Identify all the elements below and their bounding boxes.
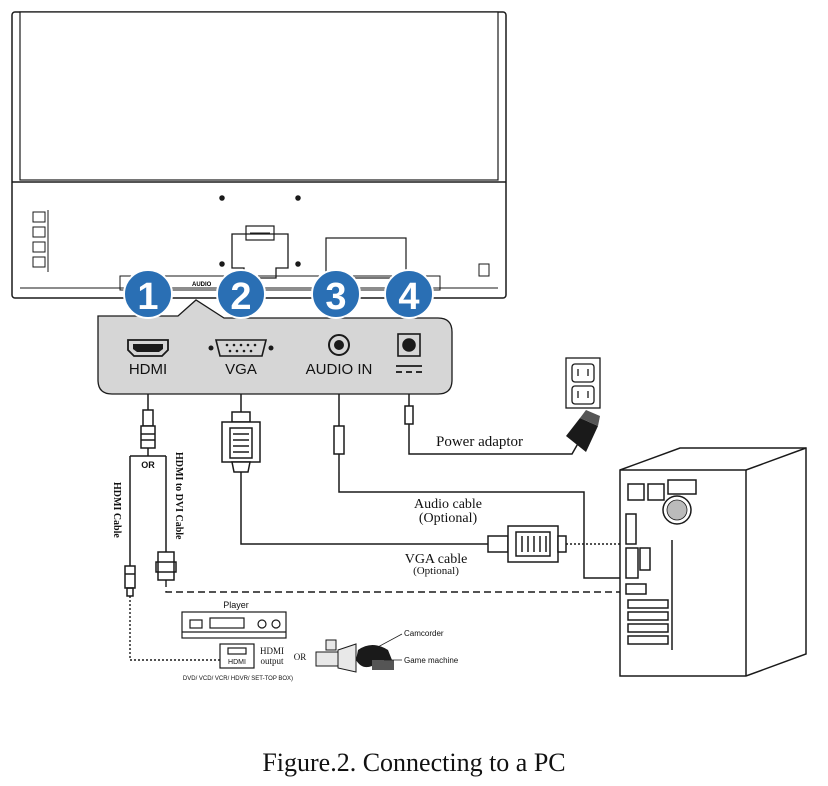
monitor-audio-label: AUDIO <box>192 282 212 288</box>
vga-optional-label: (Optional) <box>413 565 459 577</box>
or-upper-label: OR <box>141 460 155 470</box>
player-sources-label: DVD/ VCD/ VCR/ HDVR/ SET-TOP BOX) <box>183 676 293 682</box>
vga-port-icon <box>208 339 274 357</box>
hdmi-output-label-line2: output <box>260 656 284 666</box>
audio-cable-label: Audio cable <box>414 497 482 512</box>
camcorder-icon <box>315 639 357 673</box>
figure-caption: Figure.2. Connecting to a PC <box>262 748 566 777</box>
port-badge-4: 4 <box>384 269 434 319</box>
vga-cable-run <box>240 472 488 545</box>
power-cable-run <box>408 424 581 455</box>
audio-plug <box>333 425 345 455</box>
hdmi-plug-bottom <box>124 565 136 589</box>
or-lower-label: OR <box>294 652 307 662</box>
hdmi-plug-body <box>140 425 156 449</box>
pc-tower <box>619 447 807 677</box>
vga-cable-label: VGA cable <box>405 552 468 567</box>
power-adaptor-icon <box>566 410 600 452</box>
audio-optional-label: (Optional) <box>419 511 478 526</box>
dc-power-jack-icon <box>397 333 421 357</box>
wall-outlet-icon <box>565 357 601 409</box>
hdmi-dvi-cable-label: HDMI to DVI Cable <box>173 452 184 540</box>
dvi-plug-bottom <box>157 551 175 581</box>
port-badge-3: 3 <box>311 269 361 319</box>
player-device <box>181 611 287 639</box>
audio-cable-run <box>338 472 620 579</box>
camcorder-label: Camcorder <box>404 629 444 638</box>
hdmi-output-label-line1: HDMI <box>260 646 284 656</box>
game-machine-icon <box>356 645 394 670</box>
monitor-back <box>11 11 507 299</box>
hdmi-dotted-link <box>129 596 220 661</box>
player-label: Player <box>223 600 249 610</box>
hdmi-cable-label: HDMI Cable <box>111 482 122 538</box>
port-label-hdmi: HDMI <box>129 361 167 378</box>
port-badge-2-number: 2 <box>230 276 251 318</box>
port-badge-1-number: 1 <box>137 276 158 318</box>
audio-jack-icon <box>328 334 350 356</box>
port-badge-3-number: 3 <box>325 276 346 318</box>
port-badge-1: 1 <box>123 269 173 319</box>
hdmi-port-icon <box>127 339 169 357</box>
hdmi-output-jack <box>219 643 255 669</box>
game-machine-label: Game machine <box>404 656 459 665</box>
camcorder-pointer <box>375 633 403 649</box>
port-label-audio-in: AUDIO IN <box>306 361 373 378</box>
hdmi-plug-top <box>142 409 154 427</box>
dvi-dashed-link <box>165 580 620 593</box>
port-badge-2: 2 <box>216 269 266 319</box>
hdmi-jack-label: HDMI <box>228 659 246 666</box>
port-panel <box>97 299 453 395</box>
power-plug <box>404 405 414 425</box>
port-badge-4-number: 4 <box>398 276 419 318</box>
power-adaptor-label: Power adaptor <box>436 434 523 450</box>
port-label-vga: VGA <box>225 361 257 378</box>
dc-symbol-icon <box>396 365 422 373</box>
